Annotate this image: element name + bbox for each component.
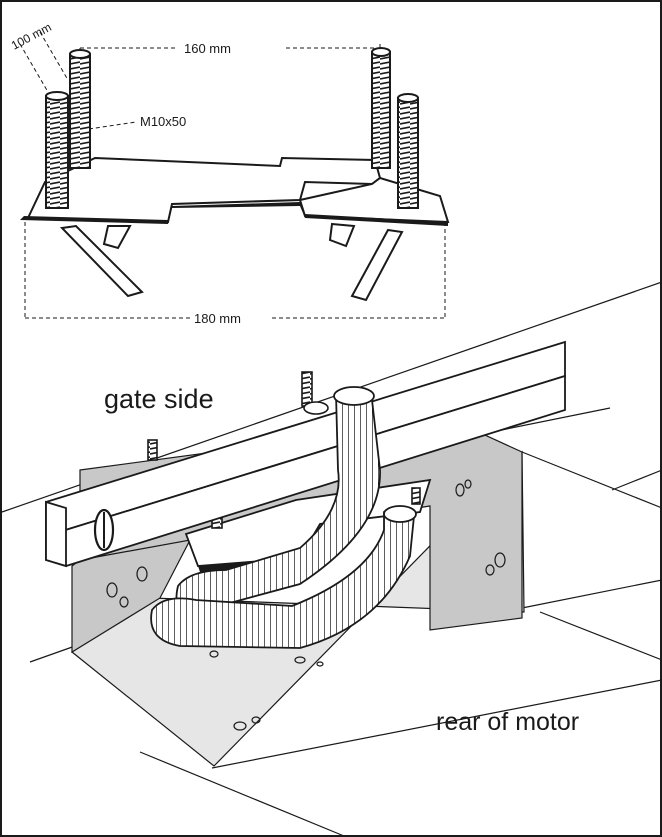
plate-legs [59, 222, 404, 302]
dim-plate-width-label: 180 mm [194, 311, 241, 326]
installation-view: gate side rear of motor [1, 281, 662, 837]
plate-front-edge [20, 202, 448, 226]
bolt-back-left [69, 53, 91, 169]
bolt-front-right [397, 97, 419, 209]
beam-hole [303, 401, 329, 415]
threaded-bolts [45, 47, 419, 209]
dim-bolt-spacing-label: 160 mm [184, 41, 231, 56]
rear-of-motor-label: rear of motor [436, 708, 579, 736]
gate-beam-end [45, 500, 67, 568]
conduit-lower [150, 506, 415, 649]
gate-side-label: gate side [104, 384, 214, 414]
mounting-plate-diagram: 100 mm 160 mm 180 mm M10x50 [9, 20, 450, 326]
bolt-spec-label: M10x50 [140, 114, 186, 129]
wall-speckles [106, 479, 506, 731]
bolt-back-right [371, 51, 391, 169]
bolt-front-left [45, 95, 69, 209]
